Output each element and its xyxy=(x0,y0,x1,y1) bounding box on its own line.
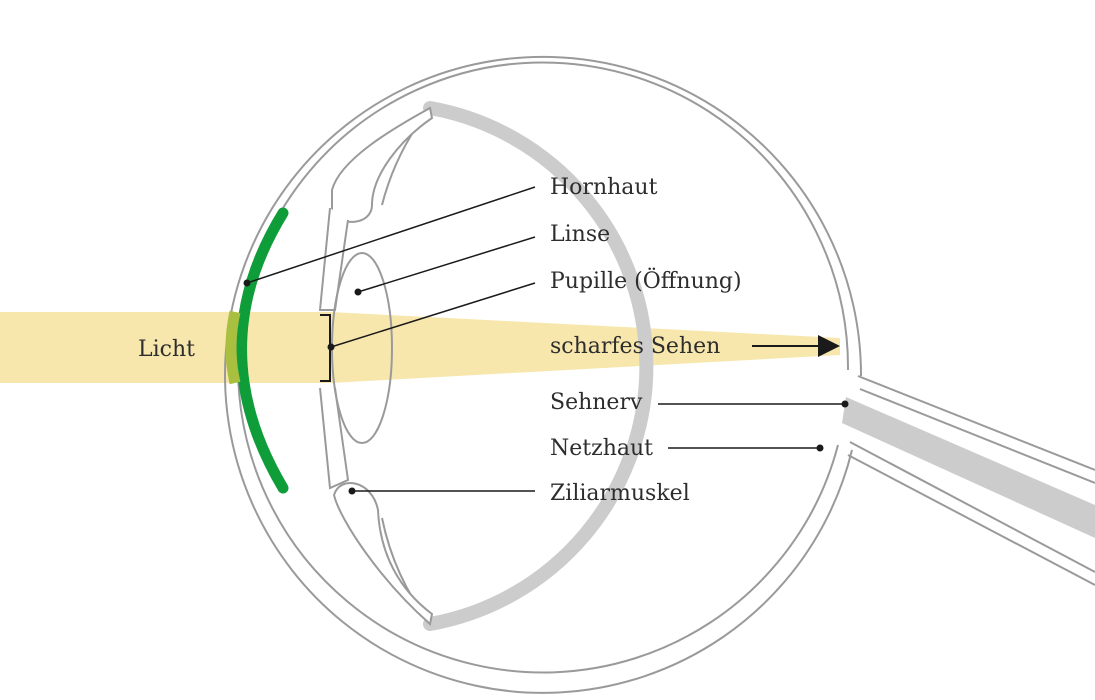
leader-retina-dot xyxy=(816,444,824,452)
leader-ciliary-muscle-dot xyxy=(348,487,356,495)
cornea xyxy=(236,207,289,494)
label-pupil: Pupille (Öffnung) xyxy=(550,267,742,294)
leader-lens xyxy=(357,236,536,293)
cornea-in-light xyxy=(225,310,241,385)
leader-lens-dot xyxy=(354,288,362,296)
label-lens: Linse xyxy=(550,222,610,247)
light-beam xyxy=(0,312,840,383)
iris-upper xyxy=(318,207,349,311)
label-ciliary-muscle: Ziliarmuskel xyxy=(550,481,690,506)
leader-pupil xyxy=(330,282,536,348)
label-light: Licht xyxy=(138,337,195,362)
label-sharp-vision: scharfes Sehen xyxy=(550,334,720,359)
optic-nerve xyxy=(842,397,1095,538)
ciliary-body-lower xyxy=(332,482,434,626)
label-optic-nerve: Sehnerv xyxy=(550,390,643,415)
retina xyxy=(423,101,654,631)
optic-nerve-sheath-outer xyxy=(847,375,1095,586)
label-retina: Netzhaut xyxy=(550,436,653,461)
iris-lower xyxy=(319,387,350,490)
leader-cornea-dot xyxy=(243,279,251,287)
arrow-head-icon xyxy=(818,335,840,357)
optic-nerve-sheath-inner xyxy=(849,388,1095,573)
leader-pupil-dot xyxy=(327,343,335,351)
label-cornea: Hornhaut xyxy=(550,175,658,200)
leader-cornea xyxy=(246,186,536,284)
leader-optic-nerve-dot xyxy=(841,400,849,408)
ciliary-body-upper xyxy=(331,106,434,223)
